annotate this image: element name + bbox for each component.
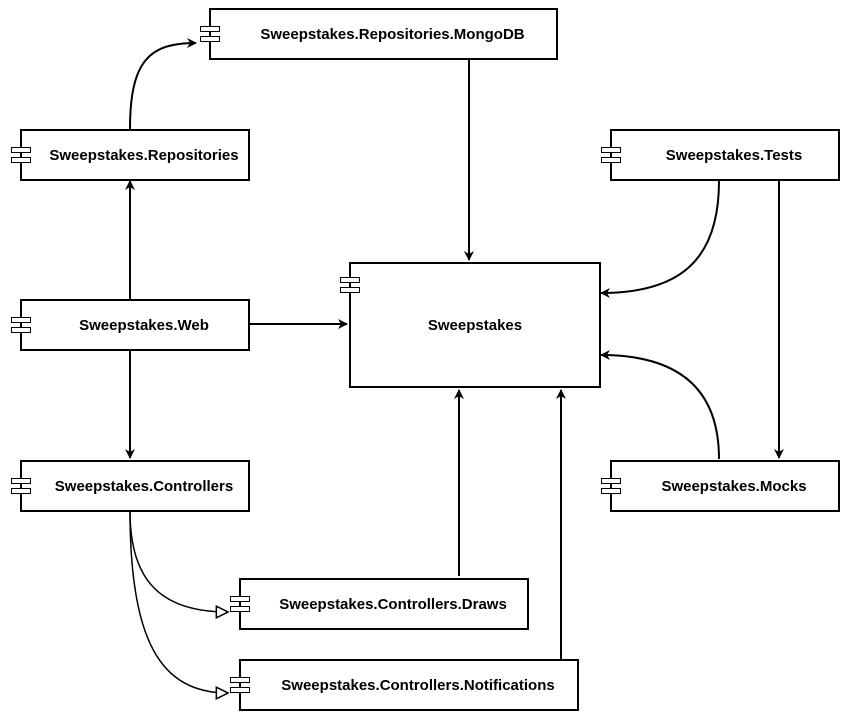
component-icon [11, 142, 33, 168]
component-icon [230, 591, 252, 617]
node-mocks[interactable]: Sweepstakes.Mocks [601, 460, 840, 512]
component-icon [11, 473, 33, 499]
node-tests[interactable]: Sweepstakes.Tests [601, 129, 840, 181]
node-label: Sweepstakes.Repositories.MongoDB [260, 25, 525, 43]
component-icon [601, 473, 623, 499]
node-label: Sweepstakes.Repositories [49, 146, 239, 164]
node-web[interactable]: Sweepstakes.Web [11, 299, 250, 351]
node-mongodb[interactable]: Sweepstakes.Repositories.MongoDB [200, 8, 558, 60]
node-controllers[interactable]: Sweepstakes.Controllers [11, 460, 250, 512]
component-icon [340, 272, 362, 298]
edge-tests-core [600, 180, 720, 298]
component-icon [230, 672, 252, 698]
edge-controllers-notifications [129, 510, 228, 693]
node-draws[interactable]: Sweepstakes.Controllers.Draws [230, 578, 529, 630]
node-label: Sweepstakes.Tests [665, 146, 803, 164]
node-repositories[interactable]: Sweepstakes.Repositories [11, 129, 250, 181]
node-label: Sweepstakes.Controllers.Notifications [281, 676, 555, 694]
node-label: Sweepstakes.Web [79, 316, 209, 334]
node-label: Sweepstakes.Controllers.Draws [279, 595, 507, 613]
node-label: Sweepstakes [427, 316, 523, 334]
node-label: Sweepstakes.Mocks [661, 477, 807, 495]
edge-controllers-draws [129, 510, 228, 612]
component-icon [11, 312, 33, 338]
node-label: Sweepstakes.Controllers [54, 477, 234, 495]
component-icon [601, 142, 623, 168]
node-notifications[interactable]: Sweepstakes.Controllers.Notifications [230, 659, 579, 711]
edge-repositories-mongodb [129, 38, 197, 130]
node-core[interactable]: Sweepstakes [340, 262, 601, 388]
edge-mocks-core [600, 350, 720, 460]
component-icon [200, 21, 222, 47]
